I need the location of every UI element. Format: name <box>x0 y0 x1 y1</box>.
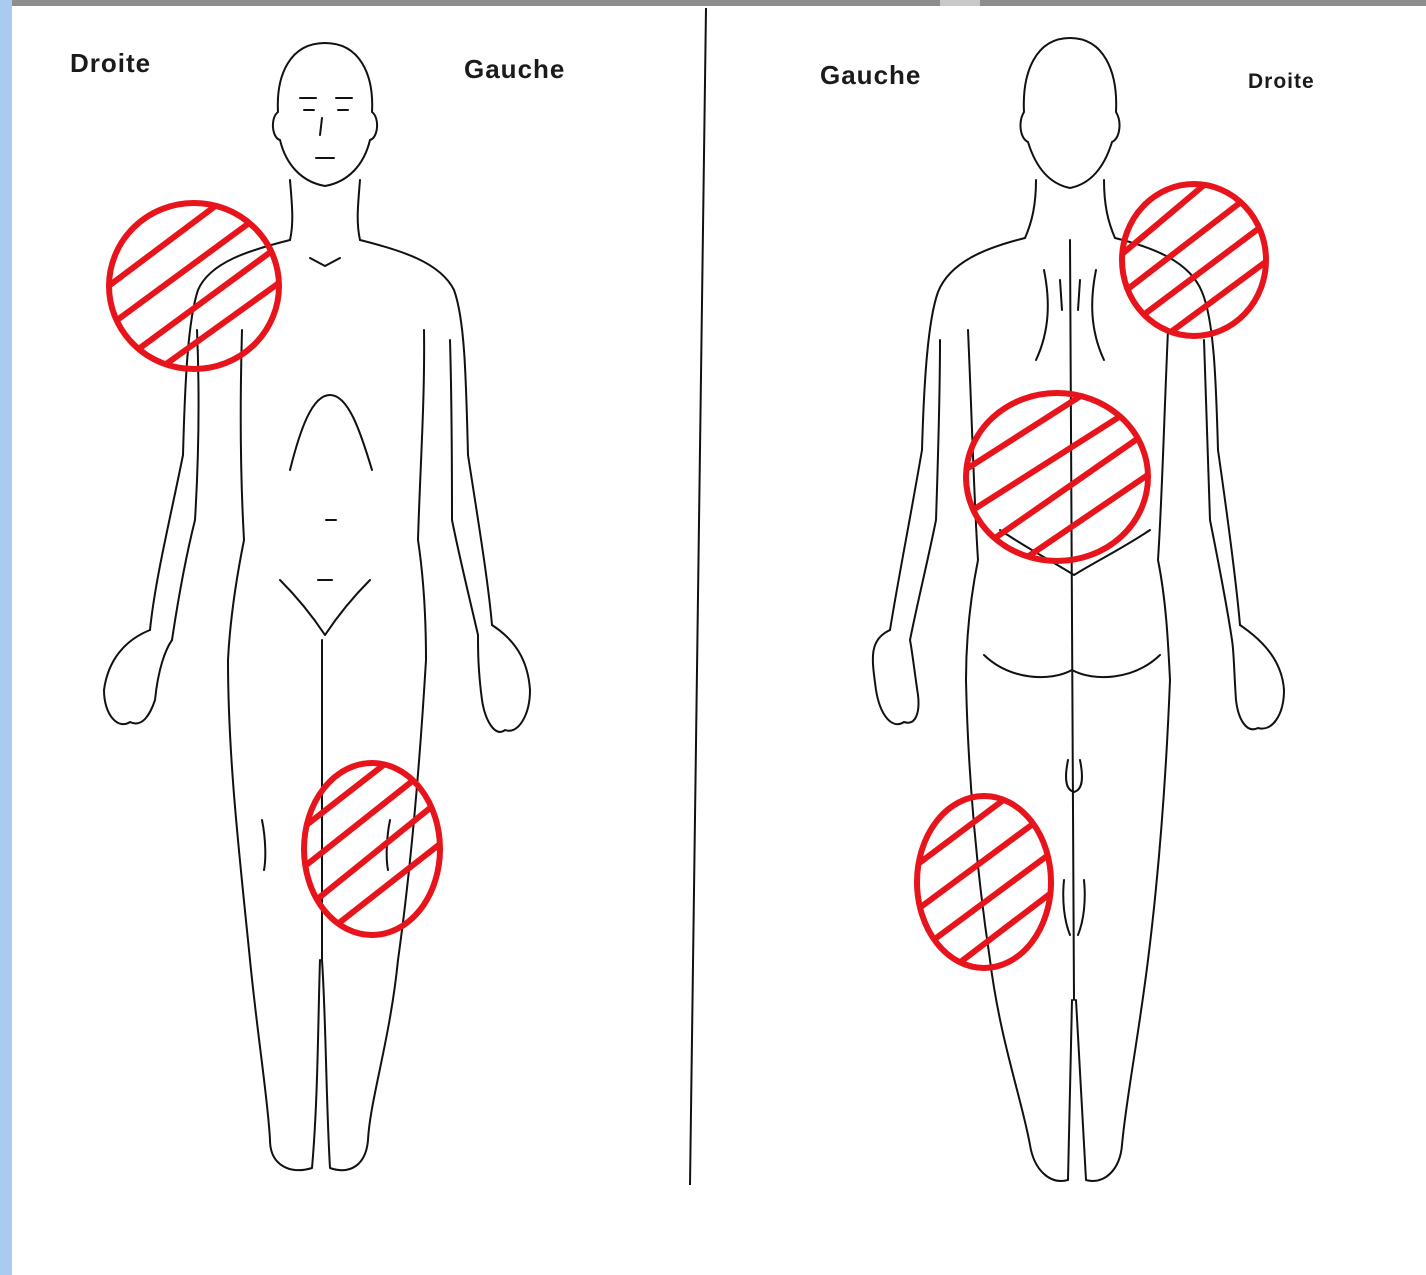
view-divider <box>690 8 706 1185</box>
hatch-lines <box>90 195 290 390</box>
marker-front-right-shoulder <box>90 195 290 390</box>
marker-back-lower-back <box>965 390 1155 562</box>
back-body-outline <box>873 38 1284 1181</box>
marker-back-left-thigh <box>910 795 1055 970</box>
marker-back-right-shoulder <box>1115 180 1275 340</box>
hatch-lines <box>1115 180 1275 340</box>
front-body-outline <box>104 43 530 1170</box>
